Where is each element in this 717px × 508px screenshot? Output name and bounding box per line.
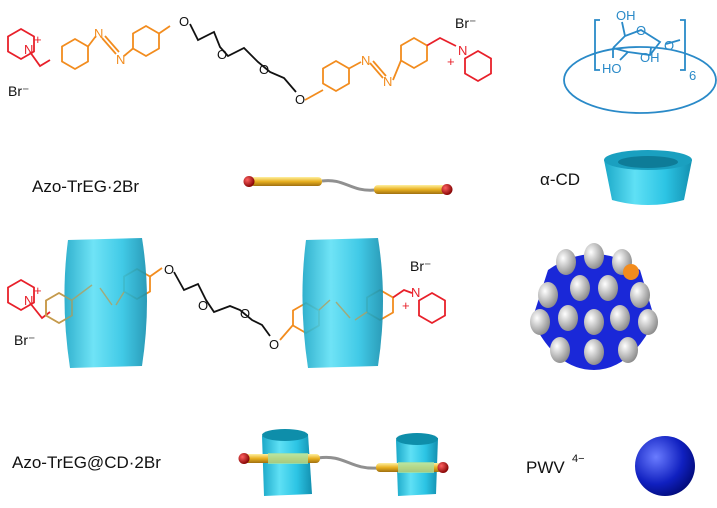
hydrogen-atom	[556, 249, 576, 275]
hydrogen-atom	[584, 243, 604, 269]
alpha-cd-atom-labels: OH O O OH HO 6	[602, 8, 696, 83]
hydrogen-atom	[584, 339, 604, 365]
hydrogen-atom	[530, 309, 550, 335]
azo-treg-structure	[7, 23, 492, 101]
hydrogen-atom	[618, 337, 638, 363]
pyridinium-ring-right	[418, 291, 446, 325]
azo-treg-cd-rod-model	[238, 429, 449, 496]
oxygen-label: O	[198, 298, 208, 313]
charge-label: +	[34, 283, 42, 298]
oxygen-label: O	[259, 62, 269, 77]
pwv-label: PWV	[526, 458, 565, 477]
hydrogen-atom	[550, 337, 570, 363]
benzene-ring-3	[322, 59, 350, 93]
azo-treg-label: Azo-TrEG·2Br	[32, 177, 139, 196]
hydrogen-atom	[538, 282, 558, 308]
hydroxyl-label: OH	[616, 8, 636, 23]
nitrogen-label: N	[24, 293, 33, 308]
oxygen-label: O	[179, 14, 189, 29]
hydrogen-atom	[570, 275, 590, 301]
repeat-count: 6	[689, 68, 696, 83]
hydrogen-atom	[598, 275, 618, 301]
pyridinium-ring-left	[7, 27, 35, 61]
pwv-charge-label: 4−	[572, 453, 585, 465]
hydrogen-atom	[558, 305, 578, 331]
linker-wire	[317, 455, 379, 470]
hydroxyl-label: OH	[640, 50, 660, 65]
heteroatom	[623, 264, 639, 280]
oxygen-label: O	[164, 262, 174, 277]
pyridinium-ring-left	[7, 278, 35, 312]
cd-cylinder-left	[262, 434, 312, 496]
benzene-ring-1	[61, 37, 89, 71]
nitrogen-label: N	[116, 52, 125, 67]
rod-left	[250, 177, 322, 186]
nitrogen-label: N	[383, 74, 392, 89]
nitrogen-label: N	[94, 26, 103, 41]
rod-cap-right	[437, 462, 449, 473]
hydroxyl-label: HO	[602, 61, 622, 76]
oxygen-label: O	[636, 23, 646, 38]
azo-inside-cd	[45, 284, 368, 324]
rod-cap-left	[243, 176, 255, 187]
benzene-ring-2	[132, 24, 160, 58]
azo-treg-atom-labels: N + N N O O O O N N N + Br⁻ Br⁻	[8, 14, 476, 107]
hydrogen-atom	[584, 309, 604, 335]
azo-treg-rod-model	[243, 176, 453, 195]
trieg-linker	[189, 23, 297, 93]
nitrogen-label: N	[411, 285, 420, 300]
bromide-label: Br⁻	[455, 15, 476, 31]
rod-cap-right	[441, 184, 453, 195]
pwv-sphere	[635, 436, 695, 496]
bromide-label: Br⁻	[410, 258, 431, 274]
hydrogen-atom	[610, 305, 630, 331]
benzene-ring-4	[400, 36, 428, 70]
cyclodextrin-left	[64, 238, 147, 368]
nitrogen-label: N	[24, 42, 33, 57]
oxygen-label: O	[240, 306, 250, 321]
nitrogen-label: N	[458, 43, 467, 58]
hydrogen-atom	[630, 282, 650, 308]
cyclodextrin-right	[302, 238, 383, 368]
hydrogen-atom	[638, 309, 658, 335]
nitrogen-label: N	[361, 53, 370, 68]
bracket-left	[594, 19, 600, 71]
rod-cap-left	[238, 453, 250, 464]
alpha-cd-label: α-CD	[540, 170, 580, 189]
linker-wire	[321, 179, 376, 192]
oxygen-label: O	[217, 47, 227, 62]
oxygen-label: O	[664, 38, 674, 53]
cd-ring-ellipse	[563, 46, 717, 114]
charge-label: +	[402, 298, 410, 313]
alpha-cd-cylinder-model	[604, 150, 692, 205]
rod-right	[374, 185, 446, 194]
azo-treg-cd-atom-labels: N + O O O O N + Br⁻ Br⁻	[14, 258, 431, 352]
trieg-linker	[173, 271, 271, 337]
oxygen-label: O	[269, 337, 279, 352]
bracket-right	[680, 19, 686, 71]
oxygen-label: O	[295, 92, 305, 107]
charge-label: +	[447, 54, 455, 69]
pwv-space-filling-model	[530, 243, 658, 370]
azo-treg-cd-label: Azo-TrEG@CD·2Br	[12, 453, 161, 472]
bromide-label: Br⁻	[14, 332, 35, 348]
bromide-label: Br⁻	[8, 83, 29, 99]
benzyl-link-left	[29, 51, 51, 68]
charge-label: +	[34, 32, 42, 47]
pyridinium-ring-right	[464, 49, 492, 83]
alpha-cd-structure	[563, 19, 717, 114]
